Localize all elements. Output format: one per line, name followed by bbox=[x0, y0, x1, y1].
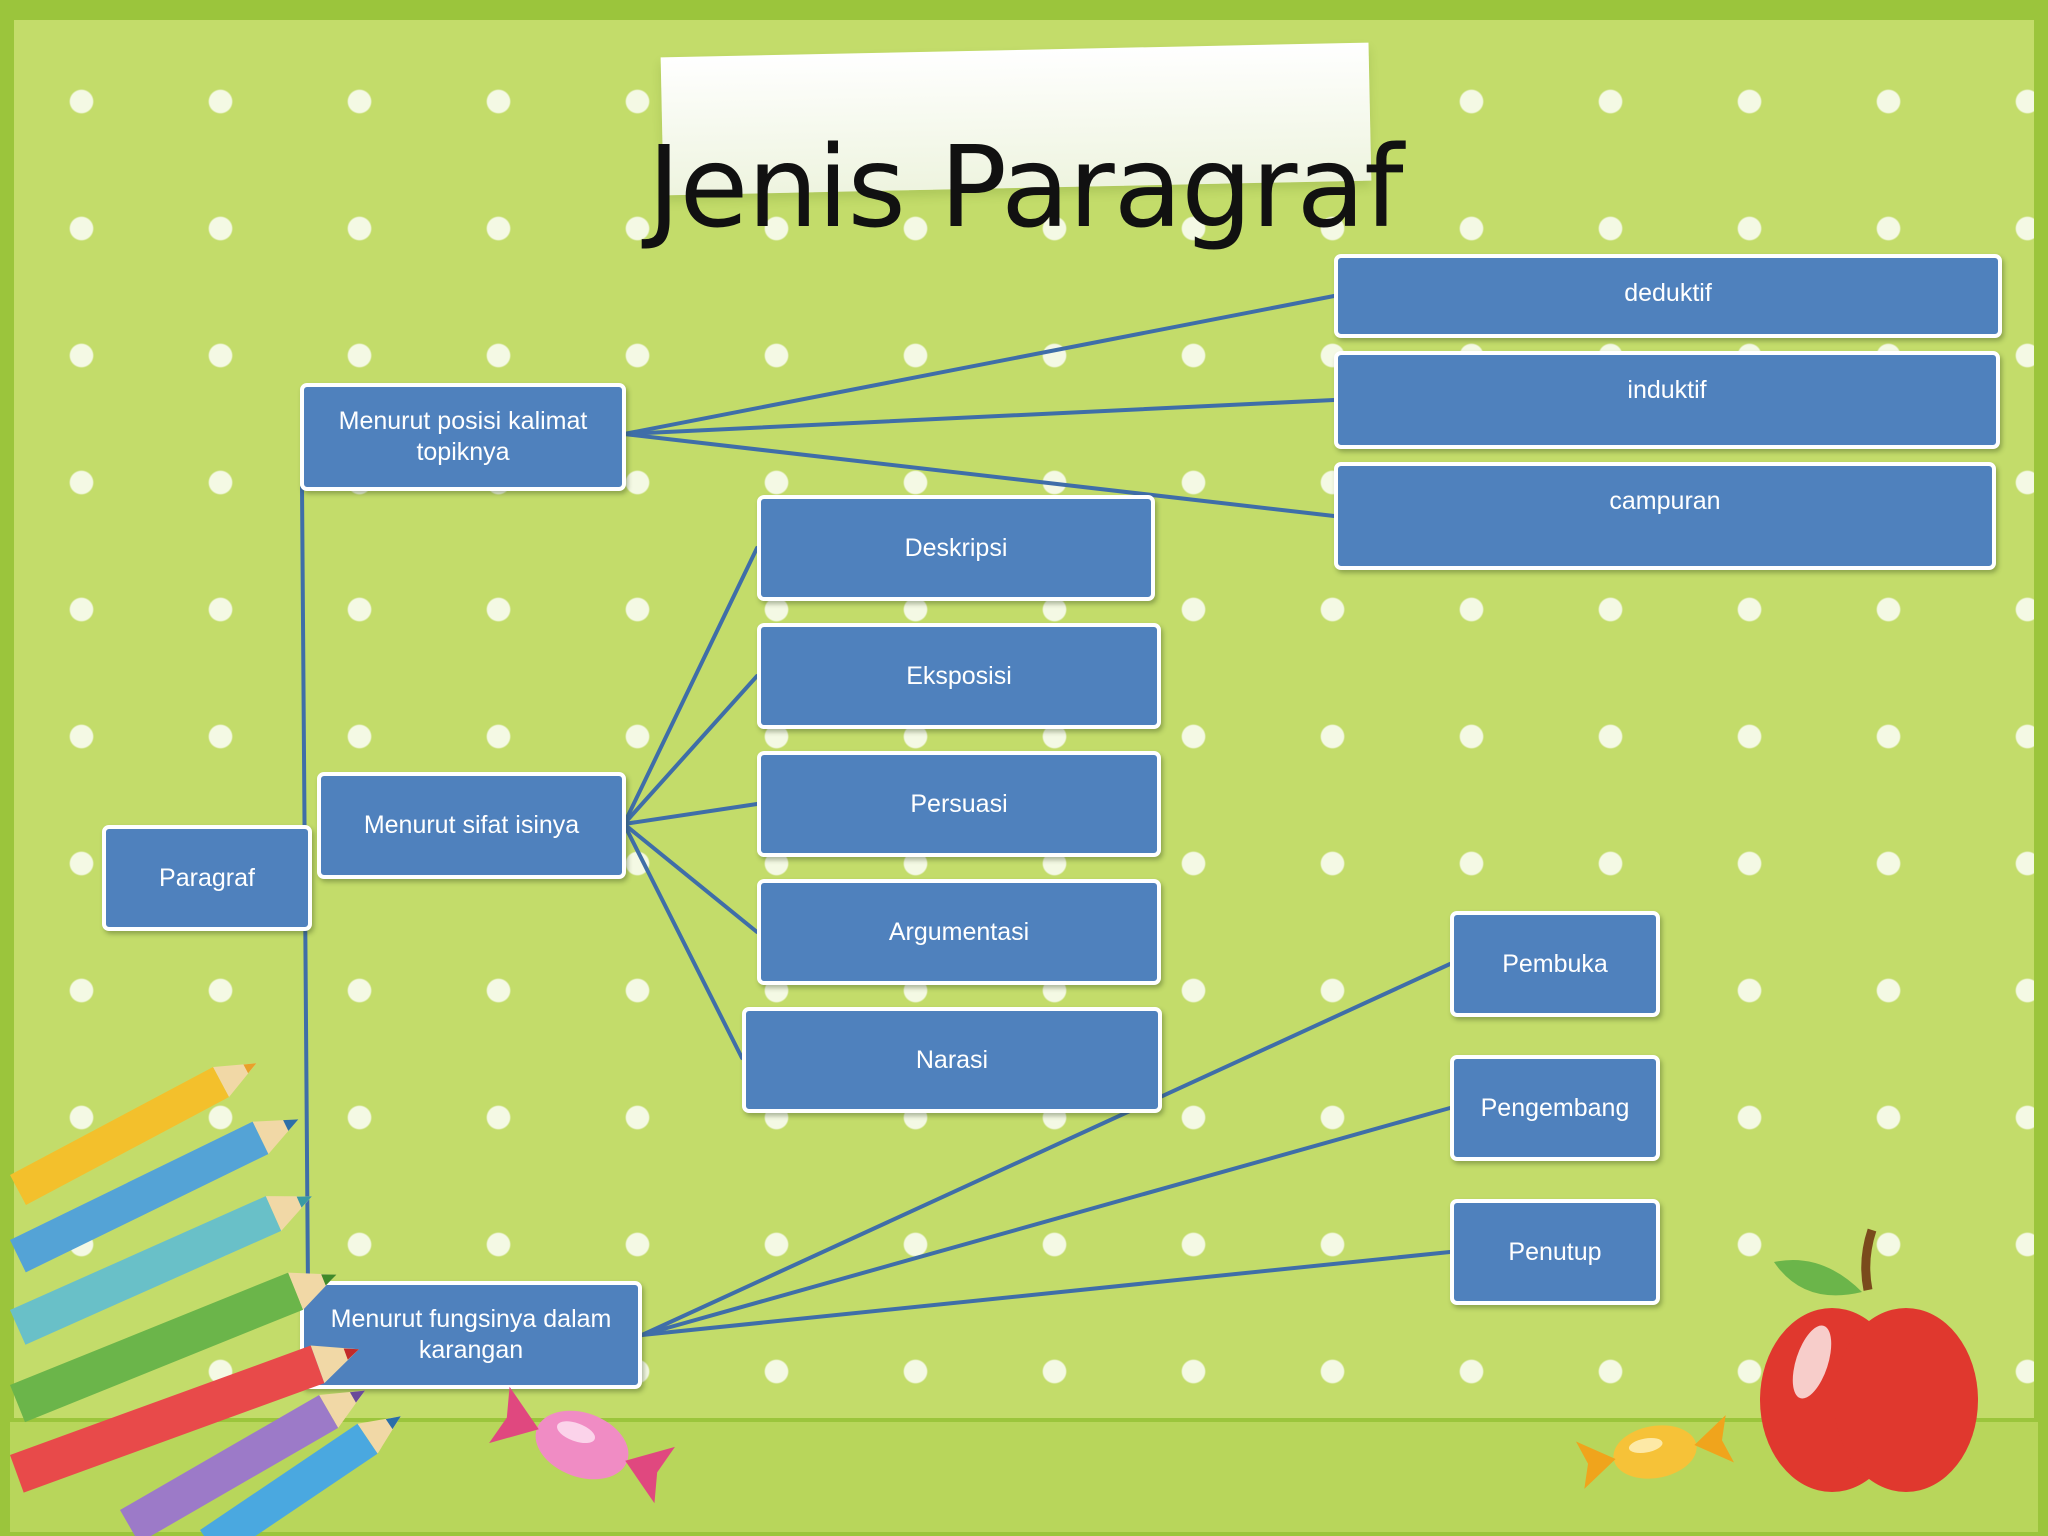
connector-b1-campuran bbox=[622, 432, 1336, 518]
node-pembuka: Pembuka bbox=[1450, 911, 1660, 1017]
connector-b3-penutup bbox=[640, 1250, 1452, 1337]
node-pengembang: Pengembang bbox=[1450, 1055, 1660, 1161]
node-deskripsi: Deskripsi bbox=[757, 495, 1155, 601]
node-narasi: Narasi bbox=[742, 1007, 1162, 1113]
connector-b2-eksposisi bbox=[622, 674, 759, 826]
connector-b1-induktif bbox=[622, 398, 1336, 436]
node-campuran: campuran bbox=[1334, 462, 1996, 570]
connector-b1-deduktif bbox=[622, 294, 1336, 436]
connector-b3-pengembang bbox=[640, 1106, 1452, 1337]
ground-strip bbox=[10, 1418, 2038, 1532]
slide-title: Jenis Paragraf bbox=[647, 123, 1403, 253]
node-sifat-isi: Menurut sifat isinya bbox=[317, 772, 626, 879]
node-root-paragraf: Paragraf bbox=[102, 825, 312, 931]
connector-b2-deskripsi bbox=[622, 546, 759, 826]
node-induktif: induktif bbox=[1334, 351, 2000, 449]
node-deduktif: deduktif bbox=[1334, 254, 2002, 338]
node-posisi-kalimat-topik: Menurut posisi kalimat topiknya bbox=[300, 383, 626, 491]
connector-b2-argumentasi bbox=[622, 822, 759, 934]
connector-b2-persuasi bbox=[622, 802, 759, 826]
node-fungsi-karangan: Menurut fungsinya dalam karangan bbox=[300, 1281, 642, 1389]
node-eksposisi: Eksposisi bbox=[757, 623, 1161, 729]
node-argumentasi: Argumentasi bbox=[757, 879, 1161, 985]
node-persuasi: Persuasi bbox=[757, 751, 1161, 857]
connector-b3-pembuka bbox=[640, 962, 1452, 1337]
node-penutup: Penutup bbox=[1450, 1199, 1660, 1305]
connector-b2-narasi bbox=[622, 822, 744, 1060]
